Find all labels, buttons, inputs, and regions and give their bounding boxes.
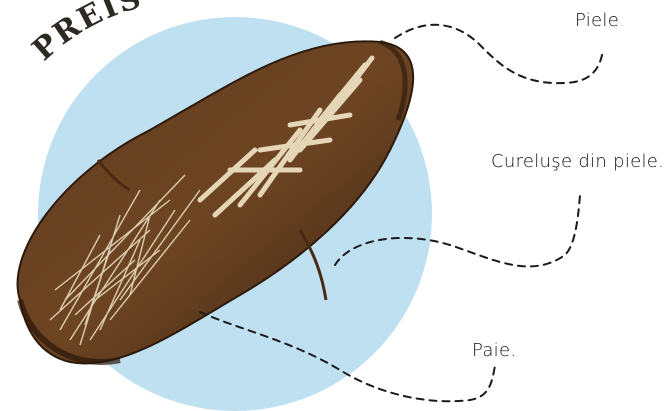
leader-line-straps <box>335 195 580 266</box>
label-leather-period: . <box>619 10 625 31</box>
label-leather-text: Piele <box>575 10 619 31</box>
leader-line-leather <box>395 25 603 83</box>
label-leather-straps: Cureluşe din piele. <box>491 151 664 172</box>
label-leather: Piele. <box>575 10 625 31</box>
leader-line-straw <box>200 312 495 401</box>
label-straw: Paie. <box>472 340 516 361</box>
